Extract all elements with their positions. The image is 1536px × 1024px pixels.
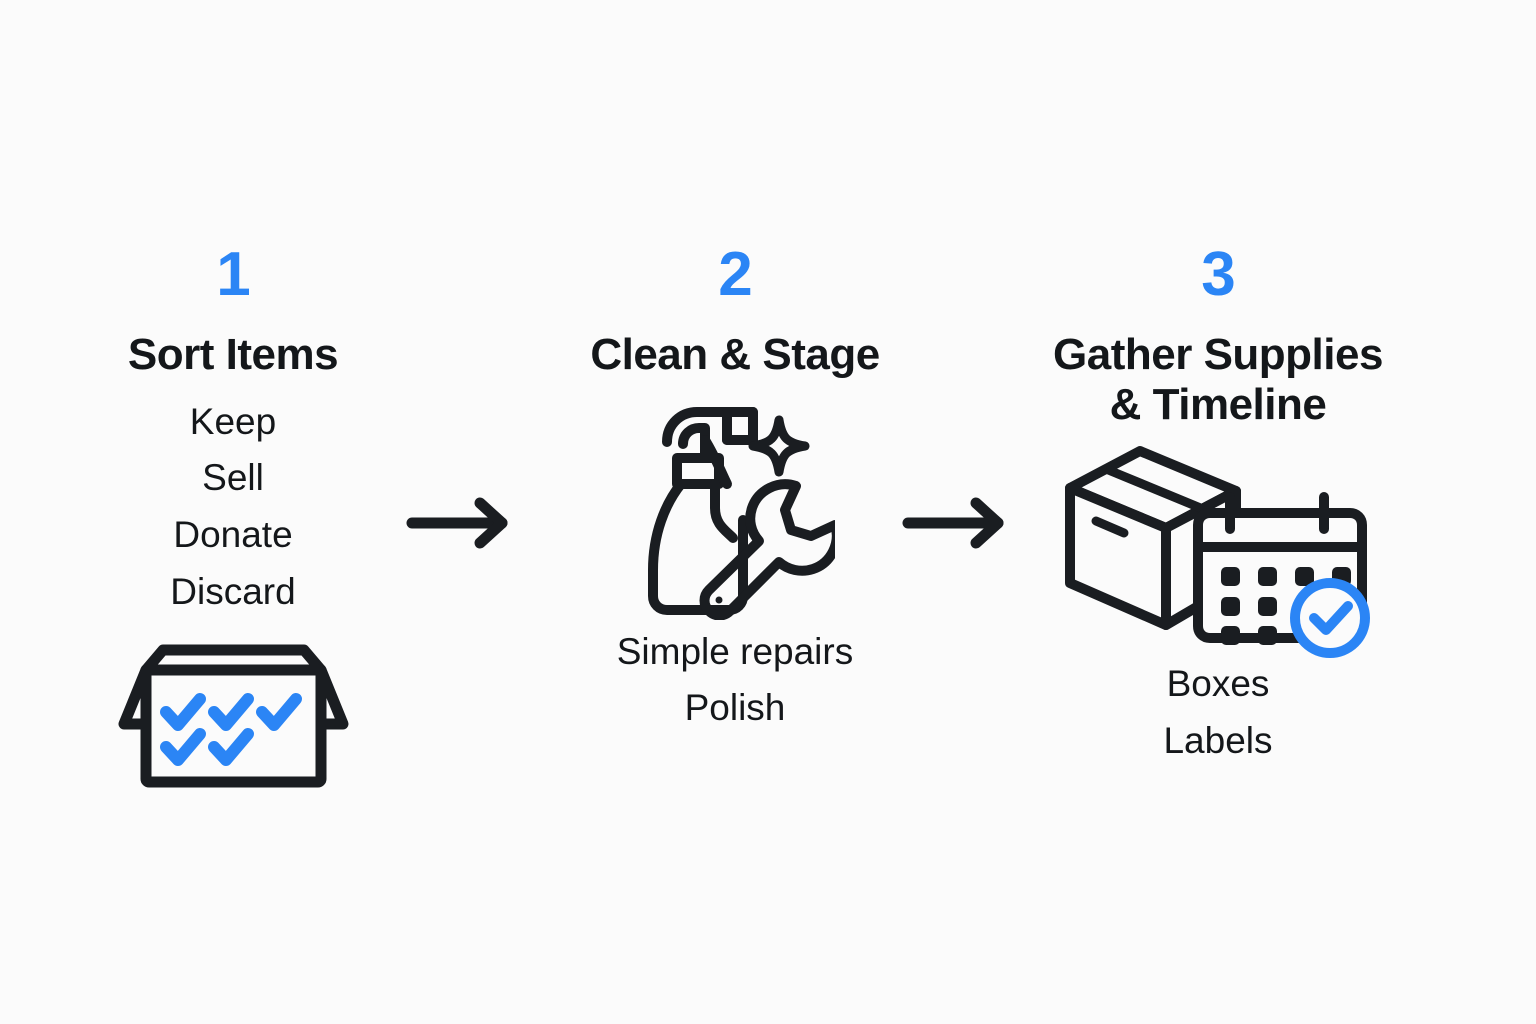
arrow-step-1-to-2	[404, 497, 519, 554]
step-1-icon-wrap	[62, 636, 404, 791]
spray-bottle-wrench-sparkle-icon	[648, 406, 835, 620]
arrow-right-icon	[902, 497, 1004, 549]
step-3-number: 3	[1201, 240, 1235, 309]
step-3-title: Gather Supplies & Timeline	[1053, 330, 1383, 429]
step-2-items: Simple repairs Polish	[616, 630, 854, 729]
shipping-box-calendar-check-icon	[1065, 446, 1370, 659]
step-1-sort-items: 1 Sort Items Keep Sell Donate Discard	[62, 0, 404, 1024]
step-3-items: Boxes Labels	[1163, 663, 1273, 762]
step-2-number: 2	[718, 240, 752, 309]
open-box-with-checkmarks-icon	[118, 644, 348, 788]
check-circle-badge-icon	[1290, 578, 1370, 659]
step-2-title: Clean & Stage	[590, 330, 880, 379]
arrow-step-2-to-3	[900, 497, 1015, 554]
step-2-clean-and-stage: 2 Clean & Stage	[540, 0, 930, 1024]
arrow-right-icon	[406, 497, 508, 549]
step-3-icon-wrap	[1000, 443, 1436, 659]
step-1-title: Sort Items	[127, 330, 339, 379]
step-1-number: 1	[216, 240, 250, 309]
step-2-icon-wrap	[540, 400, 930, 620]
step-1-items: Keep Sell Donate Discard	[170, 400, 296, 612]
step-3-gather-supplies: 3 Gather Supplies & Timeline	[1000, 0, 1436, 1024]
